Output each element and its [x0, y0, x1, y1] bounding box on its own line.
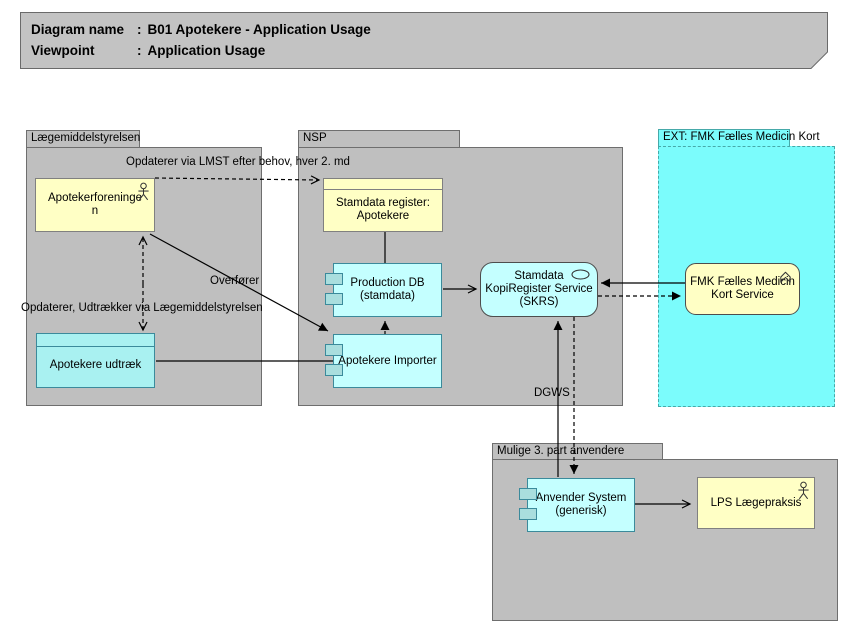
node-apotekerforeningen[interactable]: Apotekerforeningen — [35, 178, 155, 232]
node-apotekere-udtraek[interactable]: Apotekere udtræk — [36, 333, 155, 388]
group-tab-nsp[interactable]: NSP — [298, 130, 460, 148]
component-icon — [519, 508, 537, 520]
component-icon — [325, 273, 343, 285]
diagram-title-note: Diagram name: B01 Apotekere - Application… — [20, 12, 828, 69]
node-label: FMK Fælles Medicin Kort Service — [690, 276, 795, 301]
group-label: Lægemiddelstyrelsen — [31, 132, 141, 144]
node-production-db[interactable]: Production DB (stamdata) — [325, 263, 442, 317]
node-skrs-service[interactable]: Stamdata KopiRegister Service (SKRS) — [480, 262, 598, 317]
title-value: Application Usage — [147, 43, 266, 58]
edge-label-opdaterer-udtraekker: Opdaterer, Udtrækker via Lægemiddelstyre… — [21, 302, 263, 314]
actor-icon — [798, 481, 809, 500]
node-stamdata-register[interactable]: Stamdata register: Apotekere — [323, 178, 443, 232]
group-tab-ext-fmk[interactable]: EXT: FMK Fælles Medicin Kort — [658, 129, 820, 147]
node-label: LPS Lægepraksis — [710, 496, 802, 509]
node-anvender-system[interactable]: Anvender System (generisk) — [519, 478, 635, 532]
node-label: Anvender System (generisk) — [535, 492, 627, 517]
node-apotekere-importer[interactable]: Apotekere Importer — [325, 334, 442, 388]
node-lps-laegepraksis[interactable]: LPS Lægepraksis — [697, 477, 815, 529]
group-tab-third-party[interactable]: Mulige 3. part anvendere — [492, 443, 663, 460]
node-fmk-service[interactable]: FMK Fælles Medicin Kort Service — [685, 263, 800, 315]
node-label: Stamdata register: Apotekere — [336, 197, 430, 222]
edge-label-dgws: DGWS — [534, 387, 570, 399]
actor-icon — [138, 182, 149, 201]
group-label: EXT: FMK Fælles Medicin Kort — [663, 131, 820, 143]
group-label: Mulige 3. part anvendere — [497, 445, 625, 457]
node-label: Production DB (stamdata) — [350, 277, 425, 302]
title-row-diagram-name: Diagram name: B01 Apotekere - Application… — [31, 19, 827, 40]
component-icon — [325, 364, 343, 376]
node-label: Apotekere Importer — [338, 354, 437, 367]
edge-label-opdaterer-lmst: Opdaterer via LMST efter behov, hver 2. … — [126, 156, 350, 168]
group-tab-laegemiddelstyrelsen[interactable]: Lægemiddelstyrelsen — [26, 130, 140, 148]
group-label: NSP — [303, 132, 327, 144]
node-label: Apotekerforeningen — [48, 192, 142, 217]
title-separator: : — [137, 43, 142, 58]
chevron-icon — [780, 271, 791, 283]
node-label: Apotekere udtræk — [49, 359, 142, 371]
component-icon — [325, 344, 343, 356]
title-value: B01 Apotekere - Application Usage — [147, 22, 371, 37]
title-row-viewpoint: Viewpoint: Application Usage — [31, 40, 827, 61]
edge-label-overfoerer: Overfører — [210, 275, 260, 287]
title-label: Viewpoint — [31, 43, 95, 58]
node-label: Stamdata KopiRegister Service (SKRS) — [485, 270, 593, 308]
component-icon — [519, 488, 537, 500]
title-label: Diagram name — [31, 22, 125, 37]
title-separator: : — [137, 22, 142, 37]
service-ellipse-icon — [571, 269, 590, 280]
component-icon — [325, 293, 343, 305]
